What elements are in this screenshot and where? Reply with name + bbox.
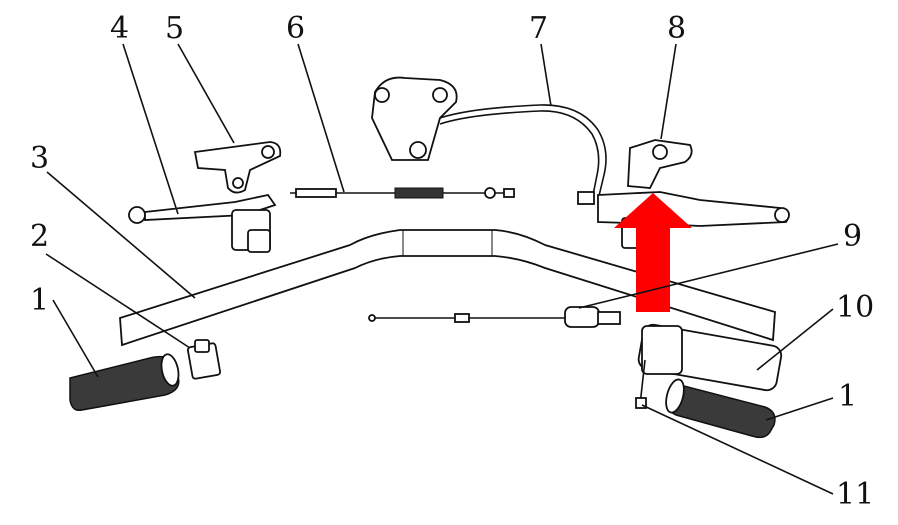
callout-1-left: 1 — [30, 283, 49, 318]
throttle-cable — [368, 306, 621, 328]
callout-10: 10 — [836, 290, 874, 325]
leader-lines — [45, 43, 839, 495]
callout-11: 11 — [836, 477, 874, 512]
callout-6: 6 — [286, 11, 305, 46]
callout-7: 7 — [529, 11, 548, 46]
callout-8: 8 — [667, 11, 686, 46]
brake-master-cylinder — [597, 139, 790, 249]
callout-9: 9 — [843, 219, 862, 254]
left-grip — [69, 353, 180, 412]
callout-4: 4 — [110, 11, 129, 46]
screw — [635, 359, 647, 409]
callout-5: 5 — [165, 11, 184, 46]
up-arrow-icon — [614, 193, 692, 312]
callout-1-right: 1 — [838, 379, 857, 414]
left-switch — [187, 339, 221, 380]
callout-3: 3 — [30, 141, 49, 176]
lever-clamp — [193, 141, 282, 194]
brake-caliper-hose — [371, 76, 607, 205]
throttle-housing — [637, 323, 783, 392]
right-grip — [665, 378, 776, 439]
clutch-cable — [290, 187, 515, 199]
callout-2: 2 — [30, 219, 49, 254]
clutch-lever — [128, 193, 277, 253]
